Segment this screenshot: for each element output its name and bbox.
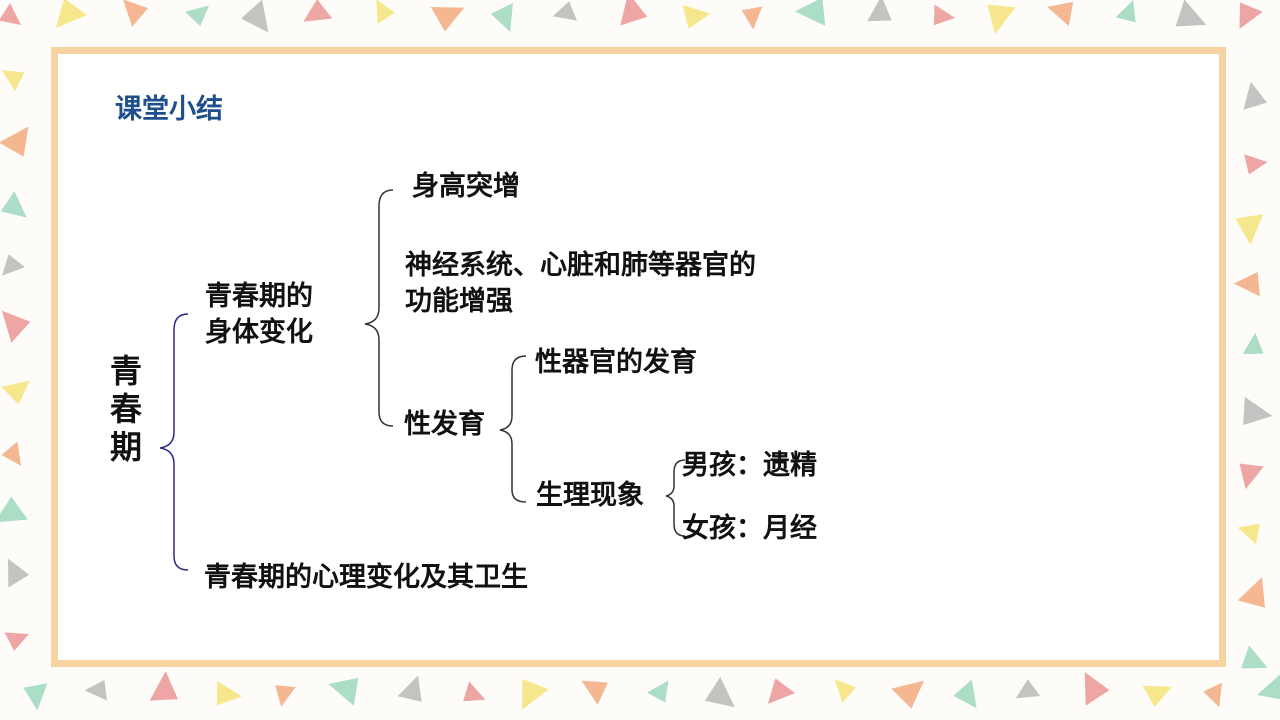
decorative-triangle [1239,2,1263,30]
decorative-triangle [328,677,359,706]
decorative-triangle [1015,679,1041,699]
decorative-triangle [0,191,27,218]
decorative-triangle [1242,332,1264,354]
decorative-triangle [1237,577,1265,608]
decorative-triangle [620,0,648,26]
node-organ-function-line1: 神经系统、心脏和肺等器官的 [405,250,756,281]
decorative-triangle [1115,0,1136,23]
decorative-triangle [55,0,87,28]
decorative-triangle [794,0,826,26]
node-psychological-changes: 青春期的心理变化及其卫生 [204,562,528,593]
decorative-triangle [0,3,21,25]
decorative-triangle [767,678,795,704]
decorative-triangle [1,70,25,91]
decorative-triangle [1,441,22,466]
node-organ-function-line2: 功能增强 [405,286,513,317]
decorative-triangle [122,0,148,27]
decorative-triangle [682,4,711,29]
decorative-triangle [1175,0,1207,27]
decorative-triangle [4,632,30,651]
decorative-triangle [1241,645,1268,669]
decorative-triangle [522,678,549,710]
decorative-triangle [1243,81,1267,110]
decorative-triangle [149,671,178,701]
decorative-triangle [1243,396,1273,426]
decorative-triangle [552,1,577,21]
decorative-triangle [1,254,25,276]
decorative-triangle [185,5,210,27]
decorative-triangle [1,310,31,343]
decorative-triangle [581,680,608,705]
sexual-brace [499,355,527,503]
decorative-triangle [23,683,48,711]
decorative-triangle [8,558,30,588]
node-physiological-phenomena: 生理现象 [536,480,644,511]
root-brace [159,313,189,571]
decorative-triangle [987,4,1016,35]
decorative-triangle [275,685,296,707]
node-height-increase: 身高突增 [412,171,520,202]
decorative-triangle [1239,463,1264,490]
decorative-triangle [463,681,486,702]
node-physical-changes: 青春期的 身体变化 [205,279,313,351]
decorative-triangle [0,126,29,157]
decorative-triangle [1,380,30,405]
decorative-triangle [933,4,956,26]
page-title: 课堂小结 [115,94,223,125]
summary-card [51,47,1226,667]
node-physical-changes-line1: 青春期的 [205,281,313,312]
decorative-triangle [647,680,669,703]
decorative-triangle [216,680,242,706]
node-organ-function: 神经系统、心脏和肺等器官的 功能增强 [405,248,756,320]
decorative-triangle [0,496,28,523]
decorative-triangle [430,6,465,32]
decorative-triangle [1233,271,1260,297]
decorative-triangle [1256,674,1280,702]
decorative-triangle [1084,672,1110,706]
node-sexual-development: 性发育 [404,409,485,440]
node-physical-changes-line2: 身体变化 [205,317,313,348]
decorative-triangle [397,675,422,702]
decorative-triangle [1244,154,1268,175]
decorative-triangle [241,0,269,33]
decorative-triangle [1203,682,1222,708]
root-node-puberty: 青春期 [109,352,142,466]
decorative-triangle [376,0,395,25]
decorative-triangle [1047,1,1074,27]
decorative-triangle [1235,214,1264,246]
decorative-triangle [867,0,892,22]
decorative-triangle [490,2,513,32]
decorative-triangle [891,680,924,709]
decorative-triangle [834,679,856,703]
node-boy-phenomenon: 男孩：遗精 [682,450,817,481]
decorative-triangle [303,0,333,22]
decorative-triangle [704,677,735,708]
node-sex-organ-development: 性器官的发育 [535,347,697,378]
decorative-triangle [1142,685,1172,708]
physical-brace [364,189,394,427]
decorative-triangle [84,679,107,701]
decorative-triangle [741,6,763,30]
decorative-triangle [953,679,977,709]
phenomena-brace [665,459,686,537]
node-girl-phenomenon: 女孩：月经 [682,513,817,544]
decorative-triangle [1237,523,1260,545]
